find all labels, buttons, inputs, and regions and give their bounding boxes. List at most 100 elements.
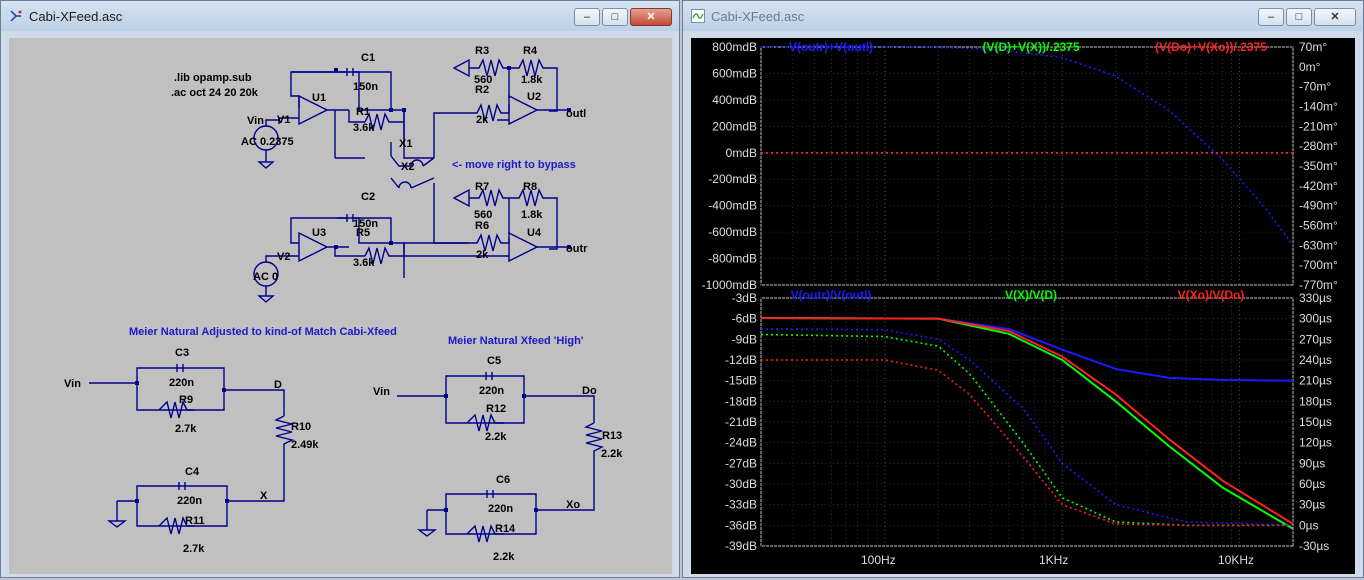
- y-left-tick: -6dB: [732, 312, 757, 326]
- y-right-tick: -350m°: [1299, 159, 1338, 173]
- maximize-icon: □: [611, 11, 619, 23]
- y-right-tick: -210m°: [1299, 119, 1338, 133]
- y-right-tick: 150µs: [1299, 415, 1332, 429]
- comment-meier-high[interactable]: Meier Natural Xfeed 'High': [448, 335, 584, 347]
- trace-line[interactable]: [761, 46, 1294, 246]
- schematic-icon: [10, 10, 22, 22]
- label-C4-value: 220n: [177, 495, 202, 507]
- label-U1: U1: [312, 92, 326, 104]
- label-R1: R1: [356, 106, 370, 118]
- trace-delay-line[interactable]: [761, 359, 1293, 527]
- y-left-tick: -18dB: [725, 394, 757, 408]
- label-C1-value: 150n: [353, 81, 378, 93]
- trace-line[interactable]: [760, 316, 1294, 525]
- y-right-tick: 30µs: [1299, 498, 1325, 512]
- label-U3: U3: [312, 227, 326, 239]
- x-tick-100hz: 100Hz: [861, 553, 896, 567]
- label-C3: C3: [175, 347, 189, 359]
- label-C3-value: 220n: [169, 377, 194, 389]
- net-Do: Do: [582, 385, 597, 397]
- x-tick-1khz: 1KHz: [1039, 553, 1068, 567]
- label-X2: X2: [401, 161, 414, 173]
- y-left-tick: -3dB: [732, 291, 757, 305]
- net-vin-1: Vin: [64, 378, 81, 390]
- net-outr: outr: [566, 243, 588, 255]
- close-icon: ✕: [1330, 11, 1340, 23]
- label-R2: R2: [475, 84, 489, 96]
- y-left-tick: -36dB: [725, 518, 757, 532]
- label-R13-value: 2.2k: [601, 448, 623, 460]
- y-right-tick: -560m°: [1299, 219, 1338, 233]
- comment-bypass[interactable]: <- move right to bypass: [452, 159, 576, 171]
- y-left-tick: -12dB: [725, 353, 757, 367]
- trace-delay-line[interactable]: [760, 333, 1293, 527]
- trace-label[interactable]: V(Xo)/V(Do): [1178, 288, 1245, 302]
- y-right-tick: -280m°: [1299, 139, 1338, 153]
- minimize-button[interactable]: –: [574, 8, 600, 26]
- y-right-tick: 120µs: [1299, 436, 1332, 450]
- label-R9: R9: [179, 394, 193, 406]
- label-R6: R6: [475, 220, 489, 232]
- schematic-canvas[interactable]: .lib opamp.sub .ac oct 24 20 20k C1 150n…: [9, 38, 672, 574]
- trace-label[interactable]: V(outr)+V(outl): [789, 40, 873, 54]
- x-tick-10khz: 10KHz: [1218, 553, 1254, 567]
- label-C6: C6: [496, 474, 510, 486]
- maximize-icon: □: [1295, 11, 1303, 23]
- y-right-tick: -140m°: [1299, 100, 1338, 114]
- y-right-tick: 210µs: [1299, 374, 1332, 388]
- y-left-tick: -21dB: [725, 415, 757, 429]
- y-right-tick: 240µs: [1299, 353, 1332, 367]
- directive-lib[interactable]: .lib opamp.sub: [174, 72, 252, 84]
- label-R11-value: 2.7k: [183, 543, 205, 555]
- y-right-tick: 0µs: [1299, 518, 1319, 532]
- label-R1-value: 3.6k: [353, 122, 375, 134]
- plot-titlebar[interactable]: Cabi-XFeed.asc – □ ✕: [683, 1, 1363, 31]
- label-U2: U2: [527, 91, 541, 103]
- label-U4: U4: [527, 227, 542, 239]
- y-right-tick: 330µs: [1299, 291, 1332, 305]
- net-X: X: [260, 490, 268, 502]
- y-right-tick: 300µs: [1299, 312, 1332, 326]
- y-right-tick: -630m°: [1299, 238, 1338, 252]
- y-left-tick: -30dB: [725, 477, 757, 491]
- label-R14: R14: [495, 523, 516, 535]
- trace-label[interactable]: (V(D)+V(X))/.2375: [982, 40, 1079, 54]
- label-R7-value: 560: [474, 209, 492, 221]
- schematic-window: Cabi-XFeed.asc – □ ✕: [0, 0, 680, 578]
- label-vin1-src: Vin: [247, 115, 264, 127]
- directive-ac[interactable]: .ac oct 24 20 20k: [171, 87, 259, 99]
- label-R8-value: 1.8k: [521, 209, 543, 221]
- y-left-tick: -1000mdB: [702, 278, 757, 292]
- y-left-tick: -39dB: [725, 539, 757, 553]
- trace-label[interactable]: V(X)/V(D): [1005, 288, 1057, 302]
- trace-delay-line[interactable]: [760, 328, 1294, 527]
- y-right-tick: -490m°: [1299, 199, 1338, 213]
- plot-close-button[interactable]: ✕: [1314, 8, 1356, 26]
- label-C1: C1: [361, 52, 375, 64]
- trace-label[interactable]: V(outr)/V(outl): [791, 288, 872, 302]
- top-pane-frame[interactable]: [760, 46, 1294, 286]
- close-button[interactable]: ✕: [630, 8, 672, 26]
- plot-minimize-button[interactable]: –: [1258, 8, 1284, 26]
- net-D: D: [274, 379, 282, 391]
- label-R10-value: 2.49k: [291, 439, 319, 451]
- trace-line[interactable]: [760, 316, 1294, 382]
- y-left-tick: -15dB: [725, 374, 757, 388]
- label-R3-value: 560: [474, 74, 492, 86]
- plot-maximize-button[interactable]: □: [1286, 8, 1312, 26]
- label-R12-value: 2.2k: [485, 431, 507, 443]
- net-Xo: Xo: [566, 499, 580, 511]
- trace-line[interactable]: [760, 316, 1294, 530]
- maximize-button[interactable]: □: [602, 8, 628, 26]
- y-right-tick: 90µs: [1299, 456, 1325, 470]
- comment-meier-adjusted[interactable]: Meier Natural Adjusted to kind-of Match …: [129, 326, 397, 338]
- label-C2-value: 150n: [353, 218, 378, 230]
- trace-label[interactable]: (V(Do)+V(Xo))/.2375: [1155, 40, 1267, 54]
- close-icon: ✕: [646, 11, 656, 23]
- y-right-tick: 60µs: [1299, 477, 1325, 491]
- y-right-tick: -70m°: [1299, 80, 1331, 94]
- label-C6-value: 220n: [488, 503, 513, 515]
- schematic-titlebar[interactable]: Cabi-XFeed.asc – □ ✕: [1, 1, 679, 31]
